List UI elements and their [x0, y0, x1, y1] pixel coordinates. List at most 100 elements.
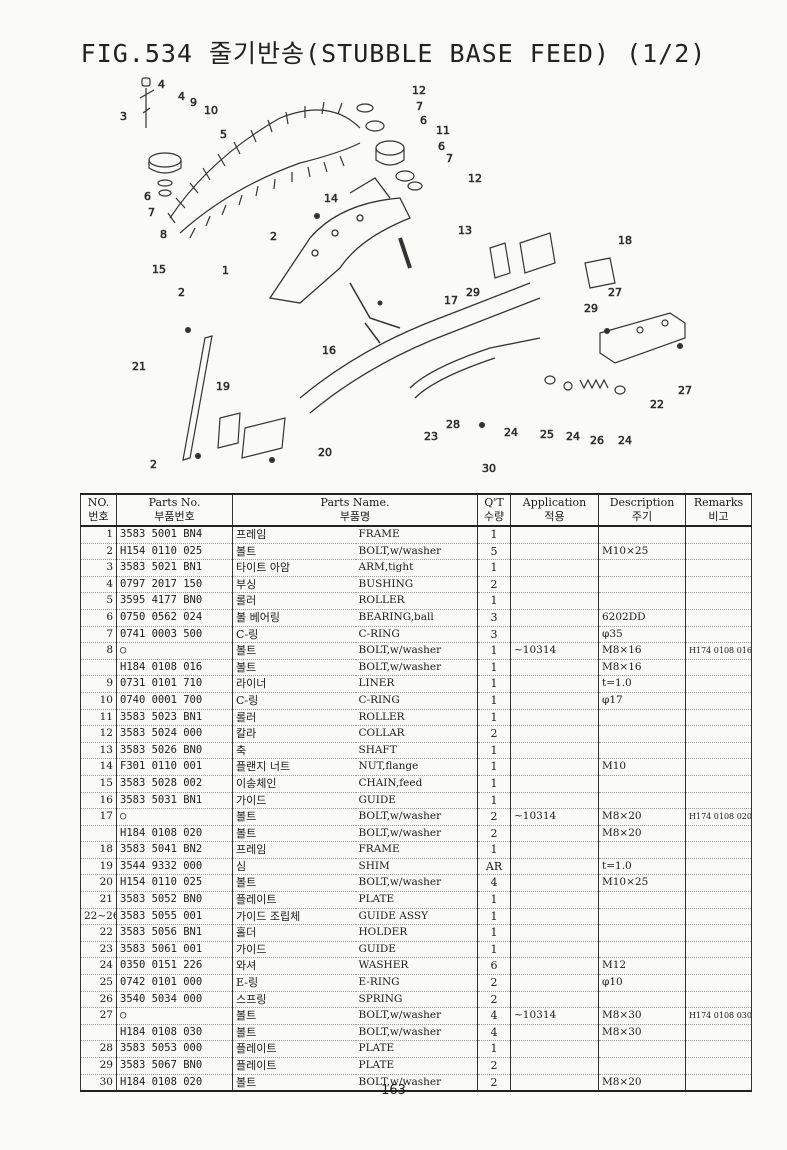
cell-desc: φ17	[598, 692, 686, 710]
callout-label: 6	[420, 114, 427, 127]
cell-no: 22	[80, 924, 117, 942]
cell-app	[510, 559, 599, 577]
cell-rem	[685, 559, 752, 577]
cell-ko: C-링	[232, 692, 356, 710]
cell-partno: 3540 5034 000	[116, 991, 233, 1009]
cell-desc	[598, 775, 686, 793]
cell-en: SPRING	[355, 991, 478, 1009]
cell-no: 25	[80, 974, 117, 992]
cell-app	[510, 957, 599, 976]
cell-rem	[685, 526, 752, 544]
cell-ko: 플레이트	[232, 1057, 356, 1075]
cell-qty: 1	[477, 709, 511, 727]
cell-en: BOLT,w/washer	[355, 1007, 478, 1025]
cell-qty: 1	[477, 891, 511, 909]
bracket-plates	[489, 232, 616, 289]
cell-desc: M10	[598, 758, 686, 776]
callout-label: 30	[482, 462, 496, 475]
cell-no: 13	[80, 742, 117, 760]
cell-rem	[685, 709, 752, 727]
cell-qty: 1	[477, 692, 511, 710]
cell-app	[510, 526, 599, 544]
cell-partno: 3583 5028 002	[116, 775, 233, 793]
cell-en: CHAIN,feed	[355, 775, 478, 793]
cell-no	[80, 825, 117, 843]
cell-app	[510, 659, 599, 677]
cell-en: BEARING,ball	[355, 609, 478, 627]
cell-rem	[685, 576, 752, 594]
cell-en: GUIDE ASSY	[355, 908, 478, 926]
callout-label: 12	[412, 84, 426, 97]
cell-desc	[598, 559, 686, 577]
cell-desc	[598, 991, 686, 1009]
guide-arm	[299, 282, 541, 414]
callout-label: 8	[160, 228, 167, 241]
cell-desc	[598, 1057, 686, 1075]
frame-plate	[268, 177, 411, 304]
callout-label: 23	[424, 430, 438, 443]
callout-label: 6	[144, 190, 151, 203]
cell-rem	[685, 626, 752, 644]
callout-label: 24	[504, 426, 518, 439]
callout-label: 15	[152, 263, 166, 276]
cell-en: FRAME	[355, 526, 478, 544]
cell-qty: 4	[477, 1007, 511, 1025]
callout-label: 27	[678, 384, 692, 397]
header-name: Parts Name.부품명	[232, 493, 478, 527]
spring-set	[544, 375, 626, 395]
callout-label: 29	[466, 286, 480, 299]
cell-qty: 3	[477, 626, 511, 644]
callout-label: 21	[132, 360, 146, 373]
cell-en: WASHER	[355, 957, 478, 976]
cell-qty: 2	[477, 825, 511, 843]
cell-desc: t=1.0	[598, 675, 686, 693]
cell-rem	[685, 742, 752, 760]
cell-desc: 6202DD	[598, 609, 686, 627]
cell-rem	[685, 792, 752, 810]
cell-rem: H174 0108 020	[685, 808, 752, 826]
cell-app	[510, 692, 599, 710]
cell-partno: 0731 0101 710	[116, 675, 233, 693]
cell-en: ROLLER	[355, 709, 478, 727]
cell-rem	[685, 692, 752, 710]
cell-app	[510, 725, 599, 743]
cell-partno: 3583 5001 BN4	[116, 526, 233, 544]
cell-app	[510, 874, 599, 893]
cell-rem	[685, 775, 752, 793]
cell-partno: 3583 5031 BN1	[116, 792, 233, 810]
cell-partno: ○	[116, 1007, 233, 1025]
cell-no: 14	[80, 758, 117, 776]
cell-no: 18	[80, 841, 117, 859]
cell-en: C-RING	[355, 692, 478, 710]
cell-en: BOLT,w/washer	[355, 1024, 478, 1042]
side-plate	[182, 335, 286, 461]
cell-no: 7	[80, 626, 117, 644]
cell-qty: 2	[477, 725, 511, 743]
cell-qty: 1	[477, 924, 511, 942]
cell-desc: M10×25	[598, 874, 686, 893]
cell-app: ~10314	[510, 808, 599, 826]
callout-label: 12	[468, 172, 482, 185]
cell-desc: M8×20	[598, 808, 686, 826]
cell-en: GUIDE	[355, 941, 478, 959]
cell-ko: 스프링	[232, 991, 356, 1009]
cell-en: PLATE	[355, 1040, 478, 1058]
cell-desc	[598, 742, 686, 760]
cell-ko: 볼트	[232, 1024, 356, 1042]
cell-ko: 볼트	[232, 825, 356, 843]
cell-no: 24	[80, 957, 117, 976]
cell-en: COLLAR	[355, 725, 478, 743]
cell-en: BOLT,w/washer	[355, 659, 478, 677]
cell-no: 29	[80, 1057, 117, 1075]
cell-qty: 2	[477, 1057, 511, 1075]
cell-qty: 1	[477, 1040, 511, 1058]
